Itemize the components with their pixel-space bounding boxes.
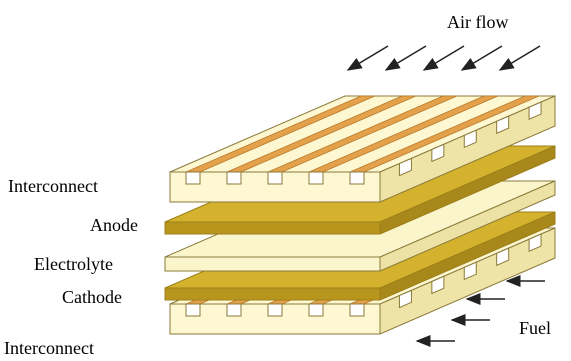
anode-side-face — [379, 145, 556, 235]
top-channel-opening-4 — [308, 171, 324, 185]
bottom-side-opening-4 — [496, 247, 510, 267]
bottom-channel-opening-3 — [267, 303, 283, 317]
cathode-front-face — [164, 287, 381, 301]
interconnect-bottom-label: Interconnect — [4, 338, 94, 358]
bottom-side-opening-5 — [528, 233, 542, 253]
air-flow-label: Air flow — [447, 12, 509, 32]
top-channel-opening-1 — [185, 171, 201, 185]
air-flow-arrow-3 — [422, 45, 465, 71]
interconnect-top-label: Interconnect — [8, 176, 98, 196]
bottom-channel-openings — [185, 233, 542, 317]
fuel-flow-arrows — [415, 275, 545, 347]
bottom-side-opening-2 — [431, 275, 445, 295]
top-channels — [185, 95, 540, 173]
top-channel-opening-5 — [349, 171, 365, 185]
fuel-label: Fuel — [519, 318, 551, 338]
top-side-opening-4 — [496, 115, 510, 135]
air-flow-arrow-2 — [384, 45, 427, 71]
anode-label: Anode — [90, 215, 138, 235]
air-flow-arrow-5 — [498, 45, 541, 71]
bottom-channel-opening-5 — [349, 303, 365, 317]
bottom-side-opening-1 — [398, 289, 412, 309]
top-side-opening-2 — [431, 143, 445, 163]
electrolyte-front-face — [164, 256, 381, 272]
air-flow-arrow-1 — [346, 45, 389, 71]
top-side-opening-3 — [463, 129, 477, 149]
bottom-side-opening-3 — [463, 261, 477, 281]
top-channel-opening-2 — [226, 171, 242, 185]
top-channel-opening-3 — [267, 171, 283, 185]
top-interconnect-layer — [169, 95, 556, 203]
bottom-channel-opening-1 — [185, 303, 201, 317]
electrolyte-side-face — [379, 180, 556, 272]
top-side-opening-5 — [528, 101, 542, 121]
anode-front-face — [164, 221, 381, 235]
cathode-label: Cathode — [62, 287, 122, 307]
air-flow-arrow-4 — [460, 45, 503, 71]
cathode-side-face — [379, 211, 556, 301]
bottom-channel-opening-4 — [308, 303, 324, 317]
electrolyte-label: Electrolyte — [34, 254, 113, 274]
bottom-channel-opening-2 — [226, 303, 242, 317]
top-side-opening-1 — [398, 157, 412, 177]
air-flow-arrows — [346, 45, 541, 71]
top-channel-openings — [185, 101, 542, 185]
